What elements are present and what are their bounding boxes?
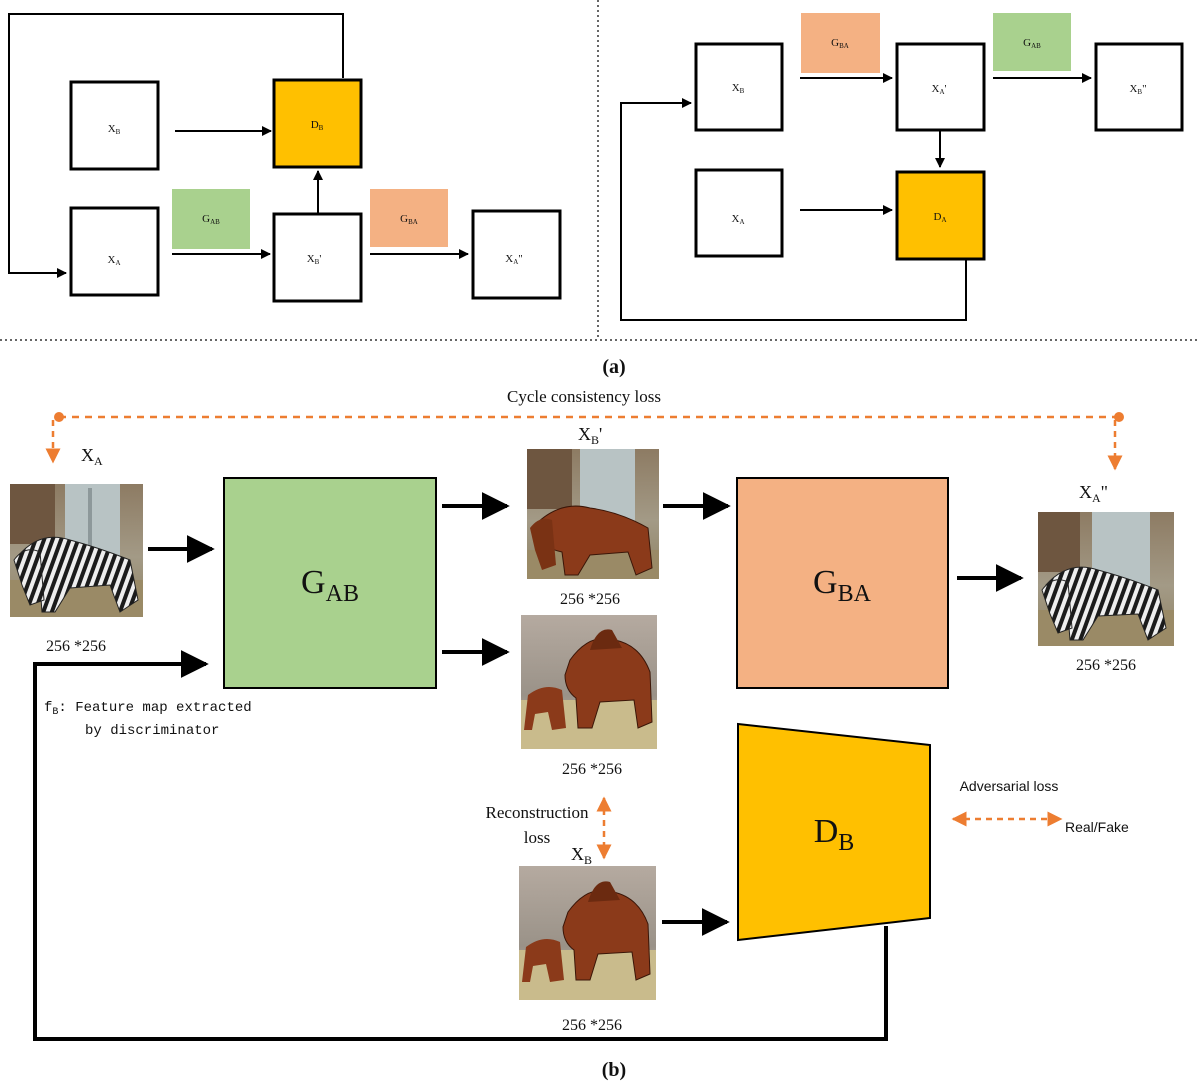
generator-gba — [736, 477, 949, 689]
node-da — [895, 170, 986, 261]
size-label-xb: 256 *256 — [562, 1017, 622, 1034]
label-db: DB — [311, 119, 324, 132]
label-gab: GAB — [1023, 37, 1041, 50]
fake-horse-image-xbp — [527, 449, 659, 579]
reconstructed-horse-image — [521, 615, 657, 749]
label-xadp-image: XA" — [1079, 482, 1108, 505]
real-horse-image-xb — [519, 866, 656, 1000]
label-xa-dprime: XA" — [505, 253, 523, 266]
label-gba: GBA — [831, 37, 849, 50]
label-xb: XB — [732, 82, 745, 95]
size-label-xbp: 256 *256 — [560, 591, 620, 608]
node-xa-dprime — [471, 209, 562, 300]
label-xb-dprime: XB" — [1129, 83, 1146, 96]
node-xa — [69, 206, 160, 297]
size-label-recon: 256 *256 — [562, 761, 622, 778]
size-label-xadp: 256 *256 — [1076, 657, 1136, 674]
size-label-xa: 256 *256 — [46, 638, 106, 655]
adversarial-loss-label: Adversarial loss — [960, 778, 1059, 794]
node-xb-prime — [272, 212, 363, 303]
node-xb — [69, 80, 160, 171]
label-gab: GAB — [202, 213, 220, 226]
part-a-right: XB XA' XB" XA DA GBA GAB — [620, 13, 1184, 321]
cycle-loss-dot-left — [54, 412, 64, 422]
feedback-connector — [8, 13, 344, 278]
label-xa: XA — [107, 254, 120, 267]
label-da: DA — [933, 211, 946, 224]
generator-gba-tag — [801, 13, 880, 73]
node-xb-dprime — [1094, 42, 1184, 132]
label-gba: GBA — [400, 213, 418, 226]
label-xb-prime: XB' — [307, 253, 322, 266]
node-xa — [694, 168, 784, 258]
label-xa-prime: XA' — [932, 83, 947, 96]
feature-map-label-2: by discriminator — [85, 723, 219, 739]
node-xa-prime — [895, 42, 986, 132]
generator-gab-tag — [993, 13, 1071, 71]
discriminator-db — [737, 722, 931, 942]
cycle-loss-label: Cycle consistency loss — [507, 387, 661, 406]
feature-map-feedback — [33, 650, 888, 1041]
part-b: Cycle consistency loss XA 256 *256 GAB X… — [10, 387, 1174, 1041]
generator-gab — [223, 477, 437, 689]
caption-a: (a) — [602, 356, 625, 378]
real-fake-label: Real/Fake — [1065, 819, 1129, 835]
label-xb-image: XB — [571, 844, 592, 867]
label-xa-image: XA — [81, 445, 103, 468]
node-db — [272, 78, 363, 169]
part-a-left: XB DB XA XB' XA" GAB GBA — [8, 13, 562, 303]
zebra-image-xa — [10, 484, 143, 617]
label-gba-big: GBA — [813, 564, 872, 607]
node-xb — [694, 42, 784, 132]
feedback-connector-right — [620, 98, 967, 321]
generator-gba-tag — [370, 189, 448, 247]
generator-gab-tag — [172, 189, 250, 249]
cycle-loss-dot-right — [1114, 412, 1124, 422]
recon-loss-label-2: loss — [524, 828, 550, 847]
label-xa: XA — [731, 213, 744, 226]
zebra-image-xadp — [1038, 512, 1174, 646]
label-xb: XB — [108, 123, 121, 136]
label-db-big: DB — [814, 813, 855, 856]
label-gab-big: GAB — [301, 564, 359, 607]
label-xbp-image: XB' — [578, 424, 602, 447]
caption-b: (b) — [602, 1059, 626, 1081]
recon-loss-label-1: Reconstruction — [486, 803, 589, 822]
feature-map-label-1: fB: Feature map extracted — [44, 700, 252, 718]
